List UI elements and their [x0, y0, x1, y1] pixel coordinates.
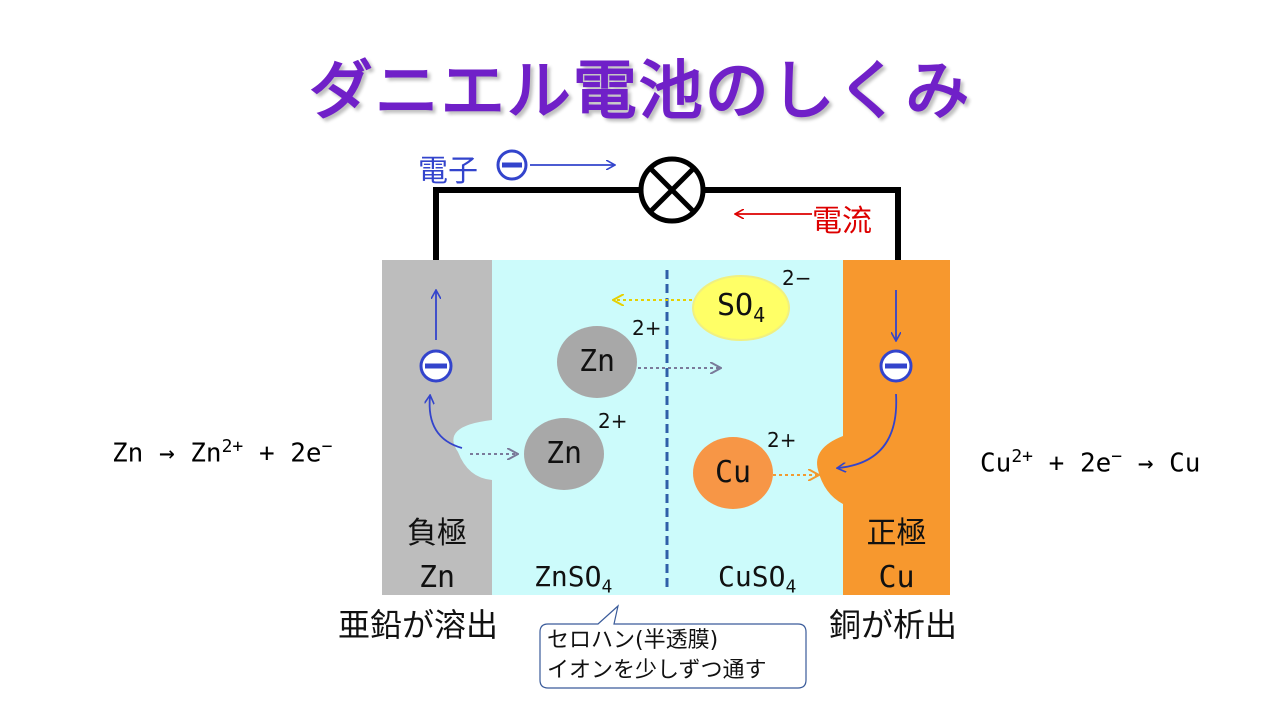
- plus-sign: +: [258, 438, 275, 469]
- zinc-dissolves-note: 亜鉛が溶出: [338, 606, 499, 644]
- plus-sign: +: [1048, 448, 1065, 479]
- solution-formula: CuSO: [718, 560, 786, 593]
- ion-charge: 2+: [221, 436, 244, 457]
- electrons: 2e: [1079, 448, 1112, 479]
- zinc-electron-curve: [430, 396, 463, 449]
- electrode-metal: Zn: [418, 560, 456, 595]
- so4-formula: SO: [717, 288, 754, 323]
- negative-electrode-label: 負極 Zn: [382, 512, 492, 600]
- copper-deposits-note: 銅が析出: [829, 606, 958, 644]
- electrode-metal: Cu: [878, 560, 915, 595]
- electrons: 2e: [290, 438, 322, 469]
- right-solution-label: CuSO4: [718, 560, 796, 598]
- electron-charge: −: [1111, 446, 1123, 467]
- ion-charge: 2+: [1011, 446, 1033, 467]
- external-wire: [433, 187, 901, 260]
- zn-ion-top-charge: 2+: [632, 316, 662, 340]
- electron-charge: −: [321, 436, 333, 457]
- solution-formula: ZnSO: [534, 560, 602, 593]
- reactant-ion: Cu: [980, 448, 1012, 479]
- positive-electrode-label: 正極 Cu: [843, 512, 950, 600]
- cathode-reaction: Cu2+ + 2e− → Cu: [980, 446, 1200, 479]
- solution-subscript: 4: [601, 576, 613, 598]
- page-title: ダニエル電池のしくみ: [308, 55, 972, 129]
- zinc-dissolution-pit: [453, 420, 492, 480]
- minus-circle-icon: [496, 149, 528, 181]
- electron-flow-label: 電子: [418, 154, 478, 189]
- current-label: 電流: [812, 204, 872, 239]
- minus-circle-icon: [879, 349, 913, 383]
- so4-ion: [692, 275, 790, 341]
- copper-deposit: [817, 436, 843, 504]
- electrode-polarity: 負極: [407, 516, 467, 551]
- reaction-arrow: →: [1137, 448, 1154, 479]
- reaction-arrow: →: [158, 438, 175, 469]
- so4-charge: 2−: [782, 266, 812, 290]
- lamp-icon: [638, 156, 706, 224]
- product: Cu: [1169, 448, 1201, 479]
- minus-circle-icon: [419, 349, 453, 383]
- left-solution-label: ZnSO4: [534, 560, 612, 598]
- so4-ion-label: SO4: [717, 288, 765, 327]
- zn-ion-top-label: Zn: [579, 344, 616, 379]
- so4-subscript: 4: [753, 303, 766, 327]
- solution-subscript: 4: [785, 576, 797, 598]
- membrane-callout-bubble: [539, 604, 807, 689]
- cu-ion-charge: 2+: [767, 428, 797, 452]
- product-ion: Zn: [190, 438, 222, 469]
- membrane-callout-text: セロハン(半透膜) イオンを少しずつ通す: [547, 626, 767, 686]
- copper-electron-curve: [838, 393, 898, 468]
- anode-reaction: Zn → Zn2+ + 2e−: [112, 436, 332, 469]
- zn-ion-bottom-charge: 2+: [598, 409, 628, 433]
- zn-ion-top: [557, 326, 637, 398]
- electrode-polarity: 正極: [866, 516, 927, 551]
- zn-ion-bottom: [524, 418, 604, 490]
- callout-line-1: セロハン(半透膜): [547, 628, 719, 653]
- cu-ion: [693, 437, 773, 509]
- zn-ion-bottom-label: Zn: [546, 436, 583, 471]
- cu-ion-label: Cu: [715, 455, 752, 490]
- reactant: Zn: [112, 438, 144, 469]
- callout-line-2: イオンを少しずつ通す: [547, 658, 767, 683]
